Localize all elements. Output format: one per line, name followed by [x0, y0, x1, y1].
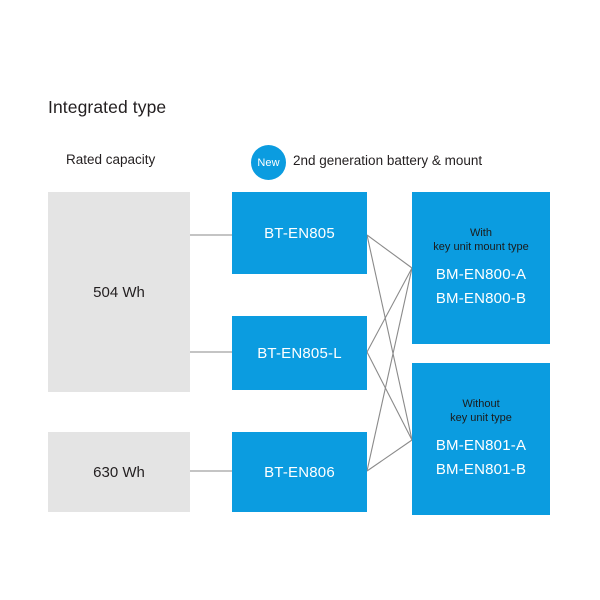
mount-box-bm-en800[interactable]: With key unit mount type BM-EN800-A BM-E… — [412, 192, 550, 344]
capacity-label: 504 Wh — [93, 283, 145, 301]
mount-model-a: BM-EN801-A — [435, 436, 527, 454]
battery-label: BT-EN806 — [264, 463, 335, 481]
connector-en806-to-en801 — [366, 439, 413, 472]
connector-en805-to-en801 — [366, 234, 413, 441]
connector-en806-to-en800 — [366, 267, 413, 472]
new-badge: New — [251, 145, 286, 180]
mount-models: BM-EN800-A BM-EN800-B — [436, 263, 526, 311]
mount-kind-line1: Without — [462, 397, 500, 410]
mount-model-a: BM-EN800-A — [435, 265, 527, 283]
mount-model-b: BM-EN800-B — [435, 289, 527, 307]
battery-box-bt-en805-l[interactable]: BT-EN805-L — [232, 316, 367, 390]
mount-kind-line1: With — [469, 226, 492, 239]
battery-box-bt-en805[interactable]: BT-EN805 — [232, 192, 367, 274]
mount-kind-line2: key unit mount type — [433, 240, 529, 253]
page-title: Integrated type — [48, 97, 167, 117]
mount-models: BM-EN801-A BM-EN801-B — [436, 434, 526, 482]
mount-kind: With key unit mount type — [433, 226, 528, 254]
capacity-box-504wh[interactable]: 504 Wh — [48, 192, 190, 392]
connector-en805l-to-en801 — [366, 351, 413, 441]
generation-label: 2nd generation battery & mount — [293, 153, 483, 168]
battery-box-bt-en806[interactable]: BT-EN806 — [232, 432, 367, 512]
capacity-label: 630 Wh — [93, 463, 145, 481]
battery-label: BT-EN805 — [264, 224, 335, 242]
mount-box-bm-en801[interactable]: Without key unit type BM-EN801-A BM-EN80… — [412, 363, 550, 515]
mount-model-b: BM-EN801-B — [435, 460, 527, 478]
mount-kind: Without key unit type — [450, 397, 512, 425]
battery-label: BT-EN805-L — [257, 344, 342, 362]
rated-capacity-column-label: Rated capacity — [66, 152, 156, 167]
connector-en805-to-en800 — [366, 234, 413, 269]
capacity-box-630wh[interactable]: 630 Wh — [48, 432, 190, 512]
connector-en805l-to-en800 — [366, 267, 413, 353]
mount-kind-line2: key unit type — [450, 411, 512, 424]
